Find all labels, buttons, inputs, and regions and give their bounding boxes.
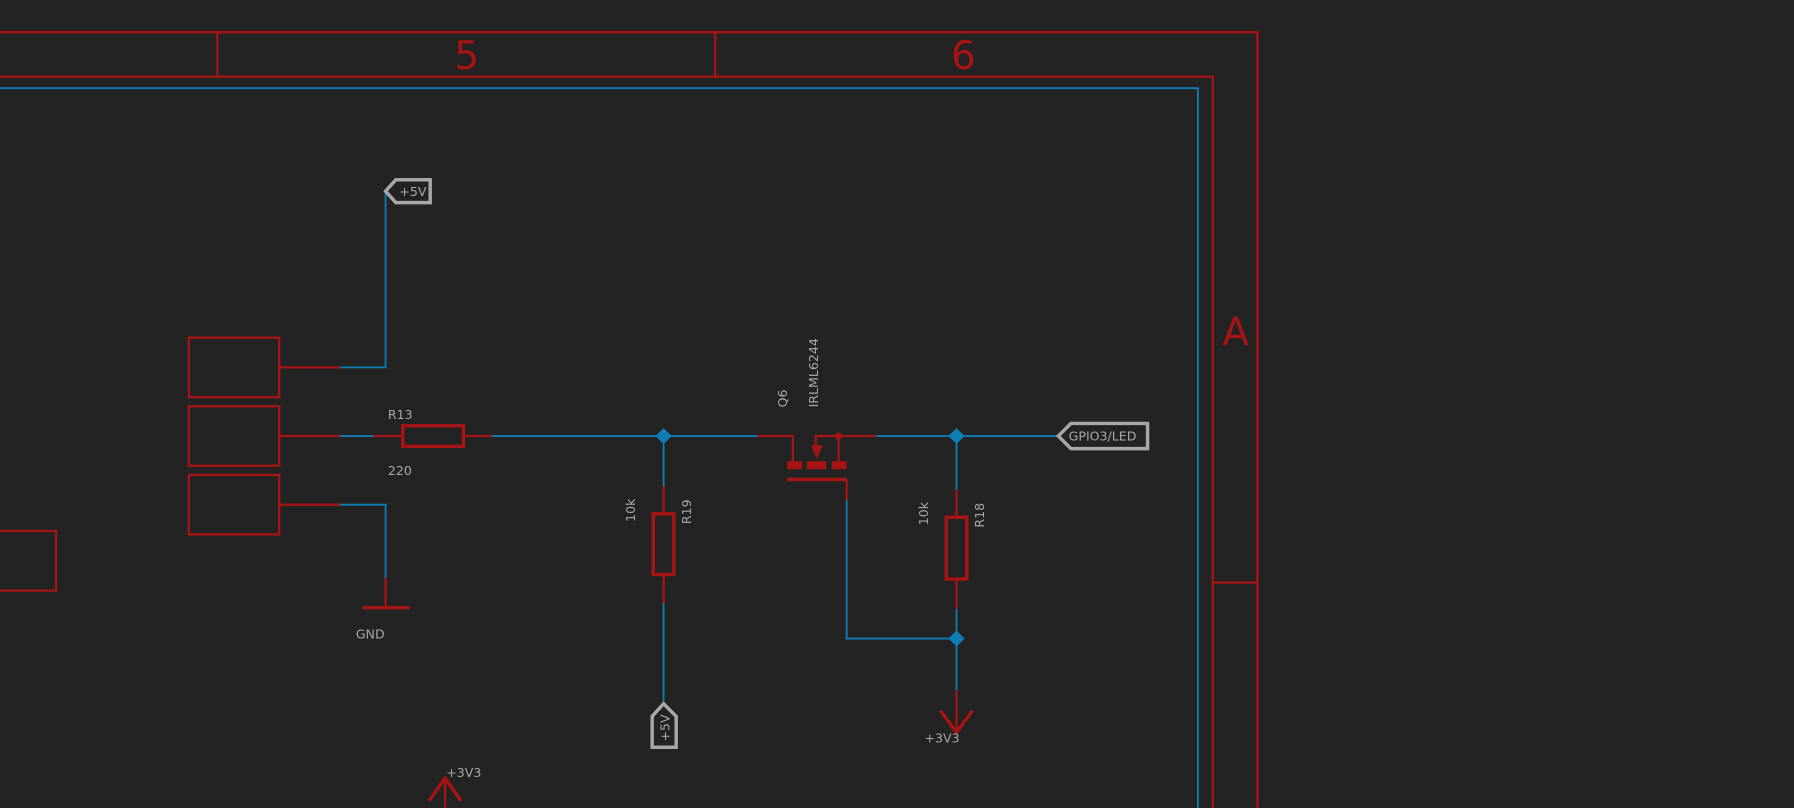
resistor-r18[interactable]	[944, 515, 969, 581]
connector-pin-left[interactable]	[0, 529, 58, 592]
sheet-frame: 5 6 A	[0, 30, 1259, 808]
r13-value: 220	[388, 463, 412, 478]
net-flag-gpio3-led[interactable]: GPIO3/LED	[1055, 421, 1150, 451]
r13-name: R13	[388, 407, 413, 422]
resistor-r13[interactable]	[401, 424, 466, 449]
net-flag-5v-top-label: +5V	[399, 184, 427, 199]
r19-value: 10k	[623, 498, 638, 522]
wire-5v-top[interactable]	[339, 191, 387, 369]
wire-gnd[interactable]	[339, 503, 387, 578]
power-symbol-3v3-right[interactable]: +3V3	[924, 690, 974, 746]
power-3v3-right-label: +3V3	[924, 731, 959, 746]
wire-drain[interactable]	[845, 500, 957, 640]
power-3v3-bottom-label: +3V3	[446, 765, 481, 780]
q6-name: Q6	[775, 390, 790, 408]
gnd-label: GND	[356, 627, 385, 642]
row-label-a: A	[1222, 311, 1249, 356]
r18-value: 10k	[916, 501, 931, 525]
r19-name: R19	[679, 499, 694, 524]
connector-pin-3[interactable]	[187, 473, 281, 536]
column-label-6: 6	[951, 34, 976, 79]
q6-value: IRLML6244	[806, 338, 821, 407]
net-flag-gpio3-led-label: GPIO3/LED	[1069, 429, 1137, 444]
resistor-r19[interactable]	[651, 512, 676, 577]
junction-dot	[948, 630, 965, 647]
connector-pin-1[interactable]	[187, 336, 281, 399]
net-flag-5v-top[interactable]: +5V	[383, 178, 432, 205]
sheet-border	[0, 87, 1199, 808]
gnd-symbol[interactable]: GND	[356, 577, 410, 642]
connector-pin-2[interactable]	[187, 405, 281, 467]
power-symbol-3v3-bottom[interactable]: +3V3	[427, 765, 481, 808]
net-flag-5v-bottom[interactable]: +5V	[650, 701, 678, 749]
r18-name: R18	[972, 503, 987, 528]
column-label-5: 5	[454, 34, 479, 79]
mosfet-q6[interactable]	[757, 432, 877, 501]
net-flag-5v-bottom-label: +5V	[657, 714, 672, 742]
